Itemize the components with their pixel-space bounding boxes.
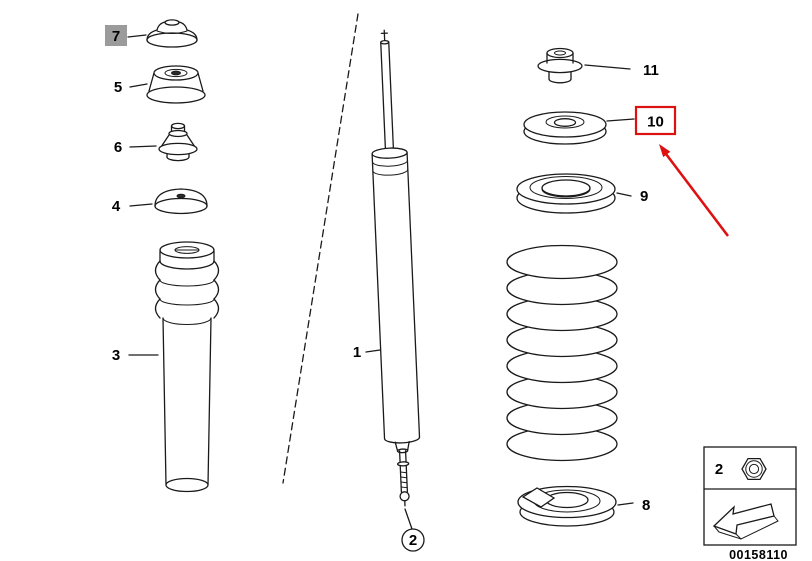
leader-line-part-4 (129, 203, 153, 207)
leader-line-part-7 (127, 34, 147, 38)
part-6-drawing (158, 122, 198, 162)
leader-line-part-5 (129, 83, 148, 88)
part-10-label[interactable]: 10 (647, 114, 664, 131)
part-9-drawing (516, 173, 616, 214)
document-number: 00158110 (729, 548, 788, 561)
part-4-label[interactable]: 4 (112, 198, 121, 215)
part-9-label[interactable]: 9 (640, 188, 648, 205)
leader-line-part-8 (617, 502, 634, 506)
part-3-drawing (154, 241, 220, 493)
coil-spring-drawing (506, 244, 618, 462)
part-8-label[interactable]: 8 (642, 497, 650, 514)
highlight-box-part-10 (634, 105, 677, 136)
leader-line-part-1 (365, 349, 381, 353)
part-8-drawing (517, 485, 617, 527)
direction-arrow-icon (712, 503, 779, 540)
alignment-dashed-line (282, 13, 359, 484)
part-3-label[interactable]: 3 (112, 347, 120, 364)
part-6-label[interactable]: 6 (114, 139, 122, 156)
part-11-label[interactable]: 11 (643, 62, 659, 79)
leader-line-part-6 (129, 145, 157, 148)
leader-lines (127, 34, 635, 530)
part-4-drawing (154, 188, 208, 215)
part-1-label[interactable]: 1 (353, 344, 361, 361)
part-5-drawing (146, 65, 206, 104)
part-7-label-highlight (105, 25, 127, 46)
part-7-drawing (146, 19, 198, 48)
leader-line-part-10 (606, 118, 635, 122)
part-11-drawing (537, 47, 583, 84)
part-10-drawing (523, 111, 607, 145)
part-7-label[interactable]: 7 (112, 28, 120, 45)
part-2-label[interactable]: 2 (409, 532, 417, 549)
inset-part-2-label[interactable]: 2 (715, 461, 723, 478)
leader-line-part-11 (584, 64, 631, 70)
part-5-label[interactable]: 5 (114, 79, 122, 96)
pointer-arrow-head (659, 144, 671, 158)
part-2-label-circle (401, 528, 425, 552)
pointer-arrow-line (664, 153, 730, 237)
leader-line-part-9 (616, 192, 632, 197)
part-1-drawing (371, 29, 421, 507)
leader-line-part-2 (404, 508, 413, 530)
legend-inset-box: 2 (703, 446, 797, 546)
nut-icon (741, 457, 767, 481)
